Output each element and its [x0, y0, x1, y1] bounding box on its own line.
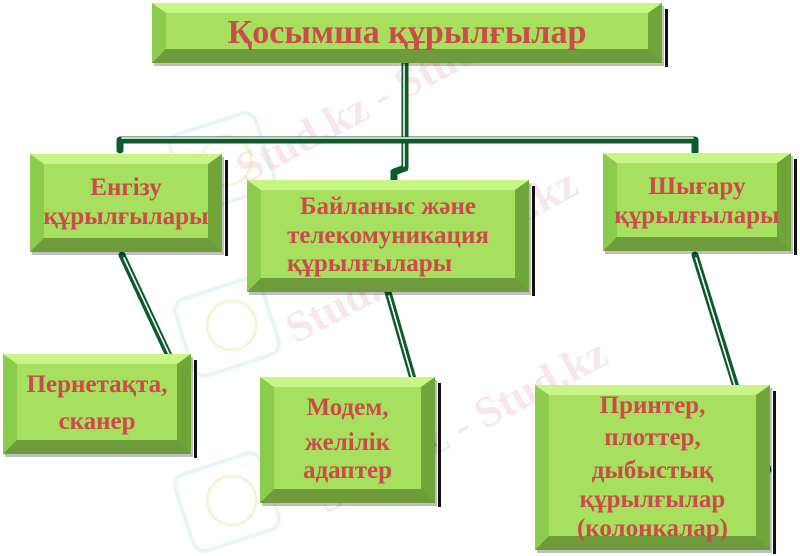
category-label-line: құрылғылары — [287, 250, 453, 278]
title-box: Қосымша құрылғылар — [152, 3, 668, 67]
example-line: Модем, — [306, 393, 389, 421]
category-output-box: Шығару құрылғылары — [603, 153, 797, 255]
diagram-title: Қосымша құрылғылар — [227, 14, 587, 52]
example-line: Пернетақта, — [26, 371, 168, 399]
category-label-line: Шығару — [648, 173, 746, 201]
example-line: Принтер, — [599, 391, 706, 419]
example-line: (колонкалар) — [576, 514, 728, 542]
category-label-line: телекомуникация — [287, 221, 489, 249]
example-line: дыбыстық — [591, 457, 714, 485]
example-line: адаптер — [302, 457, 392, 485]
category-label-line: құрылғылары — [614, 202, 780, 229]
category-input-box: Енгізу құрылғылары — [30, 154, 228, 256]
example-line: плоттер, — [604, 424, 701, 452]
example-line: сканер — [58, 408, 136, 435]
example-line: құрылғылар — [579, 485, 726, 513]
examples-comm-box: Модем, желілік адаптер — [260, 377, 441, 507]
examples-input-box: Пернетақта, сканер — [3, 354, 197, 458]
category-comm-box: Байланыс және телекомуникация құрылғылар… — [247, 180, 535, 296]
example-line: желілік — [304, 428, 391, 456]
category-label-line: Байланыс және — [300, 192, 476, 220]
examples-output-box: Принтер, плоттер, дыбыстық құрылғылар (к… — [535, 385, 776, 554]
category-label-line: Енгізу — [90, 174, 162, 202]
category-label-line: құрылғылары — [43, 203, 209, 230]
